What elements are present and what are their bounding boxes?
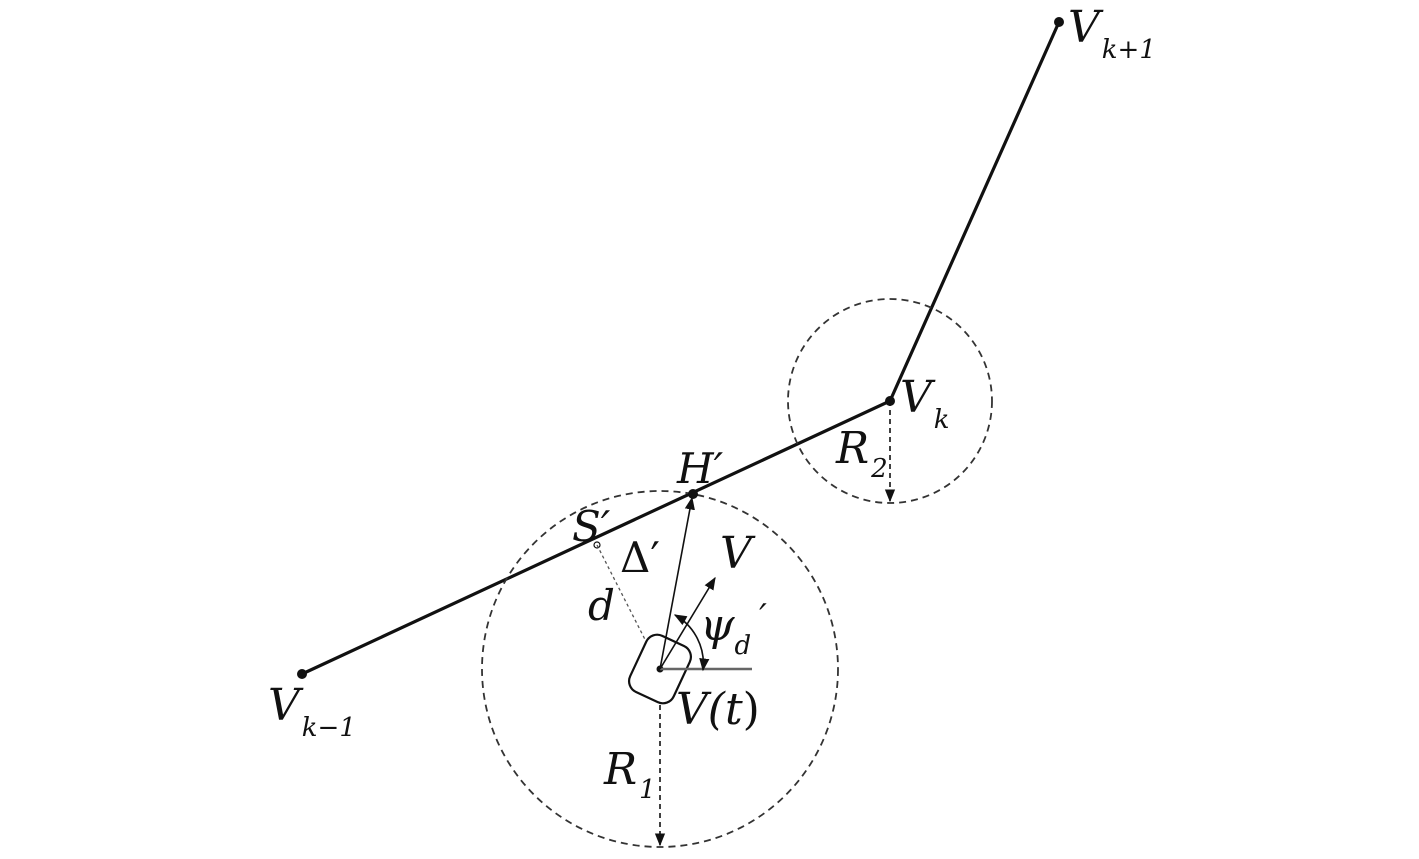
label-h-prime: H′	[676, 444, 724, 493]
heading-angle-arc	[673, 614, 710, 672]
projection-point-marker	[593, 541, 601, 549]
lookahead-point-dot	[688, 489, 698, 499]
waypoint-prev-dot	[297, 669, 307, 679]
label-v-curr: Vk	[900, 372, 950, 435]
path-segment-next	[888, 20, 1061, 403]
waypoint-next-dot	[1054, 17, 1064, 27]
label-d: d	[588, 581, 615, 630]
label-v-prev: Vk−1	[268, 680, 356, 743]
path-segment-prev	[300, 399, 892, 676]
label-v-next: Vk+1	[1068, 2, 1156, 65]
lookahead-circle-r1	[481, 490, 839, 848]
label-psi-d: ψd′	[700, 597, 767, 661]
lookahead-vector-arrow	[659, 496, 695, 670]
label-delta-prime: Δ′	[620, 533, 660, 582]
label-r2: R2	[835, 423, 888, 484]
label-velocity: V	[720, 528, 756, 579]
label-vt: V(t)	[676, 684, 760, 735]
acceptance-circle-r2	[787, 298, 993, 504]
label-r1: R1	[603, 744, 656, 805]
label-s-prime: S′	[572, 502, 611, 551]
